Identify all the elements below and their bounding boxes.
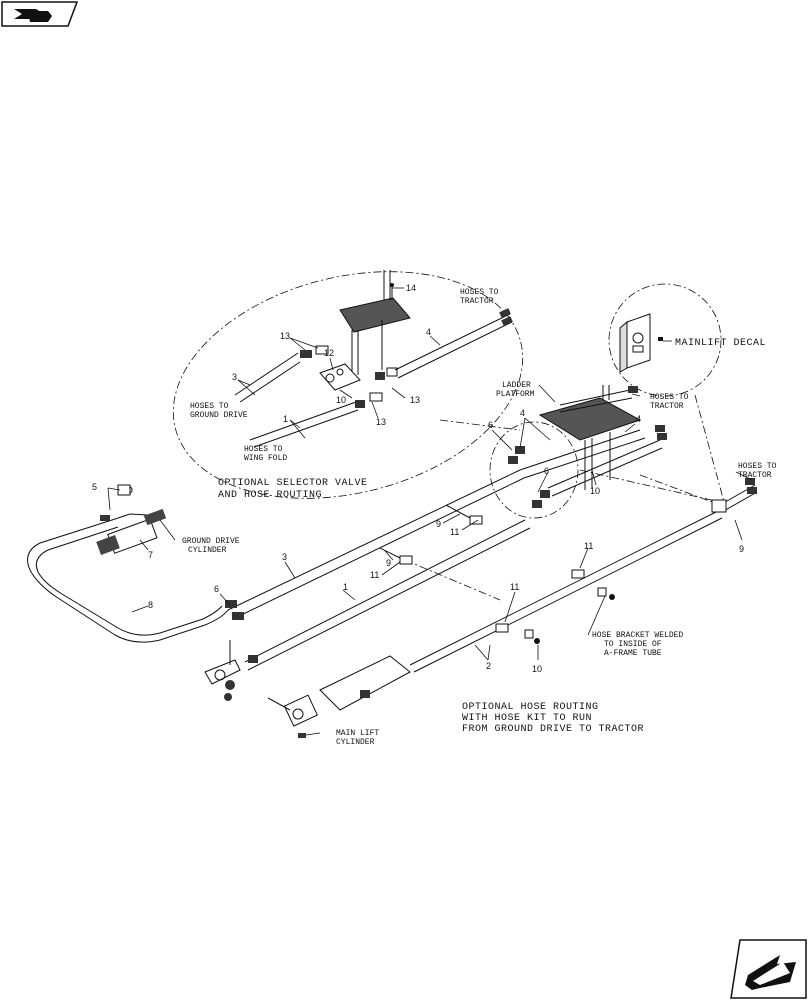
svg-text:HOSES TO: HOSES TO (460, 288, 499, 297)
callout-4: 4 (426, 327, 431, 337)
selector-detail-ellipse (172, 271, 524, 499)
svg-text:CYLINDER: CYLINDER (336, 738, 375, 747)
svg-text:HOSE BRACKET WELDED: HOSE BRACKET WELDED (592, 631, 683, 640)
svg-text:WITH HOSE KIT TO RUN: WITH HOSE KIT TO RUN (462, 713, 592, 724)
svg-text:GROUND DRIVE: GROUND DRIVE (190, 411, 248, 420)
svg-text:AND HOSE ROUTING: AND HOSE ROUTING (218, 490, 322, 501)
main-hose-assembly (27, 385, 758, 738)
selector-caption: OPTIONAL SELECTOR VALVE AND HOSE ROUTING (218, 478, 368, 501)
optional-routing-caption: OPTIONAL HOSE ROUTING WITH HOSE KIT TO R… (462, 702, 644, 735)
svg-text:FROM GROUND DRIVE TO TRACTOR: FROM GROUND DRIVE TO TRACTOR (462, 724, 644, 735)
callout-11: 11 (450, 527, 459, 537)
callout-10: 10 (336, 395, 346, 405)
svg-text:MAIN LIFT: MAIN LIFT (336, 729, 379, 738)
svg-text:OPTIONAL SELECTOR VALVE: OPTIONAL SELECTOR VALVE (218, 478, 368, 489)
callout-11: 11 (584, 541, 593, 551)
callout-9: 9 (386, 558, 391, 568)
main-lift-cylinder-label: MAIN LIFT CYLINDER (336, 729, 379, 747)
hoses-to-tractor-right-label: HOSES TO TRACTOR (738, 462, 777, 480)
callout-2: 2 (486, 661, 491, 671)
svg-text:TRACTOR: TRACTOR (738, 471, 772, 480)
svg-text:WING FOLD: WING FOLD (244, 454, 287, 463)
callout-10: 10 (532, 664, 542, 674)
hoses-to-tractor-mid-label: HOSES TO TRACTOR (650, 393, 689, 411)
svg-text:LADDER: LADDER (502, 381, 531, 390)
svg-text:PLATFORM: PLATFORM (496, 390, 535, 399)
callout-1: 1 (283, 414, 288, 424)
connection-detail-circle (489, 421, 579, 519)
callout-14: 14 (406, 283, 416, 293)
callout-12: 12 (324, 348, 334, 358)
callout-8: 8 (148, 600, 153, 610)
selector-valve-assembly (234, 270, 513, 448)
callout-13: 13 (410, 395, 420, 405)
callout-9: 9 (739, 544, 744, 554)
mainlift-decal-plate (619, 313, 663, 373)
svg-text:CYLINDER: CYLINDER (188, 546, 227, 555)
ladder-platform-label: LADDER PLATFORM (496, 381, 535, 399)
svg-text:HOSES TO: HOSES TO (650, 393, 689, 402)
mainlift-decal-label: MAINLIFT DECAL (675, 338, 766, 349)
callout-6: 6 (214, 584, 219, 594)
hoses-to-wing-fold-label: HOSES TO WING FOLD (244, 445, 287, 463)
hoses-to-tractor-top-label: HOSES TO TRACTOR (460, 288, 499, 306)
ground-drive-cylinder-label: GROUND DRIVE CYLINDER (182, 537, 240, 555)
callout-10: 10 (590, 486, 600, 496)
svg-text:OPTIONAL HOSE ROUTING: OPTIONAL HOSE ROUTING (462, 702, 599, 713)
svg-text:TRACTOR: TRACTOR (650, 402, 684, 411)
callout-3: 3 (232, 372, 237, 382)
page-nav-icon[interactable] (1, 1, 79, 27)
callout-7: 7 (148, 550, 153, 560)
hose-bracket-label: HOSE BRACKET WELDED TO INSIDE OF A-FRAME… (592, 631, 683, 658)
svg-text:HOSES TO: HOSES TO (190, 402, 229, 411)
callout-4: 4 (520, 408, 525, 418)
decal-detail-circle (608, 283, 722, 397)
hoses-to-ground-drive-label: HOSES TO GROUND DRIVE (190, 402, 248, 420)
svg-text:TO INSIDE OF: TO INSIDE OF (604, 640, 662, 649)
svg-text:TRACTOR: TRACTOR (460, 297, 494, 306)
callout-numbers: 14 13 12 3 10 13 13 1 4 4 4 6 6 10 9 11 … (92, 283, 744, 674)
svg-text:HOSES TO: HOSES TO (244, 445, 283, 454)
callout-13: 13 (280, 331, 290, 341)
svg-text:A-FRAME TUBE: A-FRAME TUBE (604, 649, 662, 658)
svg-text:HOSES TO: HOSES TO (738, 462, 777, 471)
callout-11: 11 (370, 570, 379, 580)
callout-4: 4 (636, 414, 641, 424)
callout-11: 11 (510, 582, 519, 592)
callout-1: 1 (343, 582, 348, 592)
callout-3: 3 (282, 552, 287, 562)
callout-6: 6 (544, 466, 549, 476)
callout-9: 9 (436, 519, 441, 529)
callout-leaders (107, 287, 753, 736)
next-page-arrow-icon[interactable] (730, 939, 807, 999)
callout-13: 13 (376, 417, 386, 427)
callout-5: 5 (92, 482, 97, 492)
svg-text:GROUND DRIVE: GROUND DRIVE (182, 537, 240, 546)
callout-6: 6 (488, 420, 493, 430)
